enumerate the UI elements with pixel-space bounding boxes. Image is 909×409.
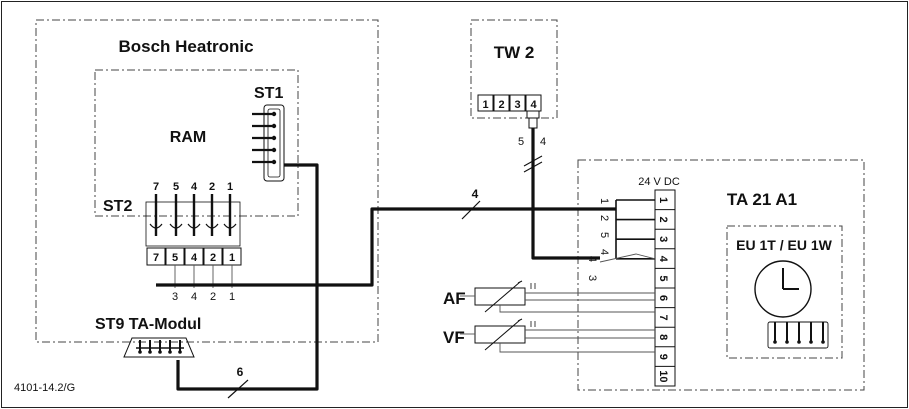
- ta21-terminal: 6: [657, 295, 669, 301]
- ta21-terminal: 5: [657, 275, 669, 281]
- ta21-wire-label: 2: [598, 215, 610, 221]
- st2-box-pin: 5: [172, 252, 178, 264]
- eu-boundary: [726, 225, 843, 359]
- st2-top-pin: 5: [173, 181, 179, 193]
- st2-bottom-pin: 2: [210, 291, 216, 303]
- st2-connector: [145, 194, 241, 247]
- st1-label: ST1: [254, 85, 283, 102]
- ta21-terminal: 10: [657, 370, 669, 382]
- ta21-wire-label: 5: [598, 232, 610, 238]
- st2-box-pin: 7: [153, 252, 159, 264]
- ta21-bus-wires: [615, 199, 655, 260]
- st2-top-pin: 2: [209, 181, 215, 193]
- ta21-wire-label: 4: [598, 249, 610, 255]
- tw2-pin: 4: [530, 99, 537, 111]
- cable-tw2: [531, 128, 600, 260]
- cable-4: [156, 207, 616, 287]
- ta21-terminal: 4: [657, 256, 669, 263]
- ta21-terminal: 1: [657, 197, 669, 203]
- ram-title: RAM: [170, 129, 206, 146]
- tw2-wire-label: 5: [518, 136, 524, 148]
- st2-box-pin: 2: [210, 252, 216, 264]
- sensor-vf: [474, 318, 655, 351]
- sensor-af-label: AF: [443, 289, 466, 308]
- heatronic-title: Bosch Heatronic: [118, 37, 253, 56]
- st2-label: ST2: [103, 198, 132, 215]
- st2-top-pin: 4: [191, 181, 198, 193]
- st2-bottom-pin: 4: [191, 291, 197, 303]
- st2-top-pin-numbers: 7 5 4 2 1: [153, 181, 233, 193]
- st2-box-pin: 4: [191, 252, 198, 264]
- st2-bottom-pin: 3: [172, 291, 178, 303]
- eu-title: EU 1T / EU 1W: [736, 237, 832, 253]
- st2-top-pin: 7: [153, 181, 159, 193]
- ta21-link-wire: [599, 253, 656, 263]
- ta21-voltage: 24 V DC: [638, 176, 680, 188]
- st9-label: ST9 TA-Modul: [95, 316, 201, 333]
- cable-4-slash: [461, 200, 481, 220]
- heatronic-boundary: [35, 19, 379, 343]
- tw2-pin: 2: [498, 99, 504, 111]
- tw2-wire-label: 4: [540, 136, 546, 148]
- cable-tw2-slash: [523, 155, 543, 173]
- ta21-boundary: [577, 159, 865, 391]
- ta21-terminal: 8: [657, 334, 669, 340]
- tw2-pin: 3: [514, 99, 520, 111]
- cable-6: [176, 163, 319, 391]
- st2-down-wires: [174, 265, 233, 288]
- sensor-af: [474, 280, 655, 313]
- st2-bottom-pin: 1: [229, 291, 235, 303]
- cable-6-label: 6: [237, 365, 244, 379]
- ta21-terminal: 9: [657, 354, 669, 360]
- ta21-terminal-strip: 1 2 3 4 5 6 7 8 9 10: [654, 189, 676, 387]
- ta21-terminal: 3: [657, 236, 669, 242]
- tw2-boundary: [470, 19, 558, 119]
- ta21-wire-label: 3: [586, 275, 598, 281]
- cable-6-slash: [227, 379, 249, 399]
- figure-code: 4101-14.2/G: [14, 382, 75, 394]
- st2-box-pin: 1: [229, 252, 235, 264]
- tw2-plug: [526, 111, 540, 129]
- st2-bottom-pin-numbers: 3 4 2 1: [172, 291, 235, 303]
- sensor-vf-label: VF: [443, 328, 465, 347]
- clock-icon: [754, 260, 812, 318]
- st1-connector: [252, 104, 285, 182]
- ta21-terminal: 7: [657, 315, 669, 321]
- sensor-return-wires: [499, 305, 655, 353]
- ta21-title: TA 21 A1: [727, 190, 797, 209]
- eu-connector: [767, 321, 829, 349]
- st2-top-pin: 1: [227, 181, 233, 193]
- ram-boundary: [94, 69, 299, 217]
- st2-box-pins: 7 5 4 2 1: [146, 247, 242, 266]
- tw2-title: TW 2: [494, 43, 535, 62]
- cable-4-label: 4: [472, 187, 479, 201]
- st9-connector: [123, 337, 195, 358]
- tw2-pin: 1: [482, 99, 488, 111]
- tw2-pins: 1 2 3 4: [477, 94, 542, 112]
- ta21-terminal: 2: [657, 217, 669, 223]
- ta21-wire-label: 1: [598, 198, 610, 204]
